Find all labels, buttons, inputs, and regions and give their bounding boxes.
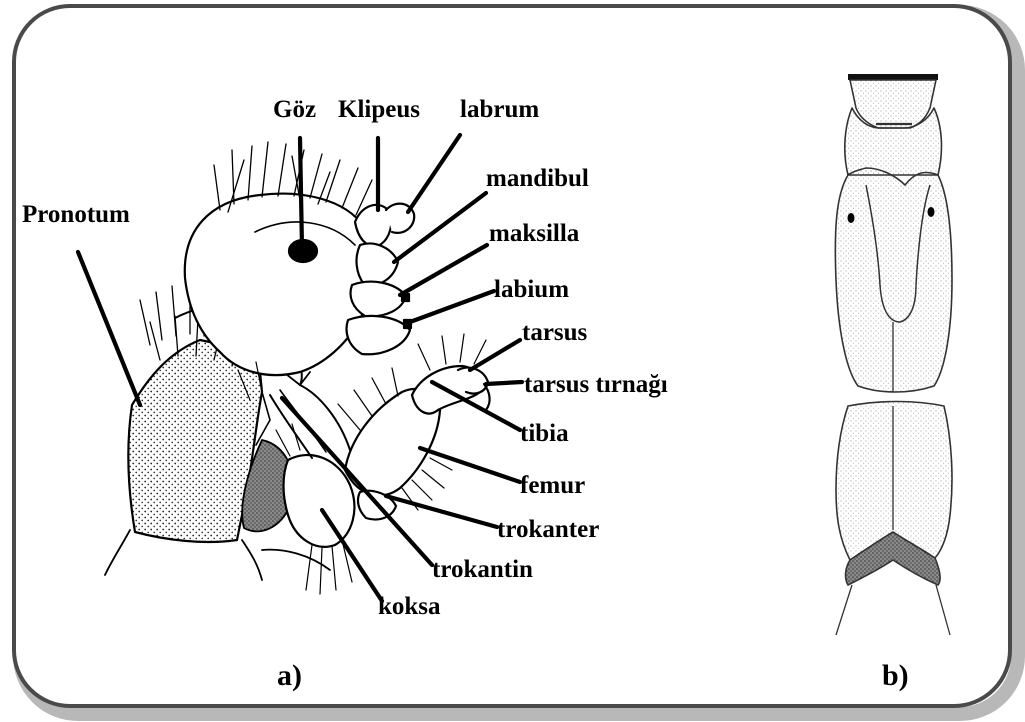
label-labrum: labrum [460,96,539,123]
label-trokanter: trokanter [497,516,599,543]
label-goz: Göz [273,96,316,123]
label-pronotum: Pronotum [22,201,130,228]
label-koksa: koksa [378,593,441,620]
label-tibia: tibia [520,420,569,447]
label-tarsus-tirnagi: tarsus tırnağı [524,371,668,398]
label-labium: labium [494,276,569,303]
label-maksilla: maksilla [489,220,580,247]
label-trokantin: trokantin [432,556,533,583]
labral-edge [848,74,938,80]
label-femur: femur [520,472,585,499]
dorsal-eye-left [848,213,855,223]
caption-b: b) [882,659,909,692]
label-klipeus: Klipeus [338,96,420,123]
dorsal-eye-right [928,207,935,217]
label-mandibul: mandibul [486,165,589,192]
larva-dorsal-drawing [835,74,952,635]
caption-a: a) [277,659,302,692]
label-tarsus: tarsus [522,319,588,346]
dorsal-head-capsule [835,168,952,392]
